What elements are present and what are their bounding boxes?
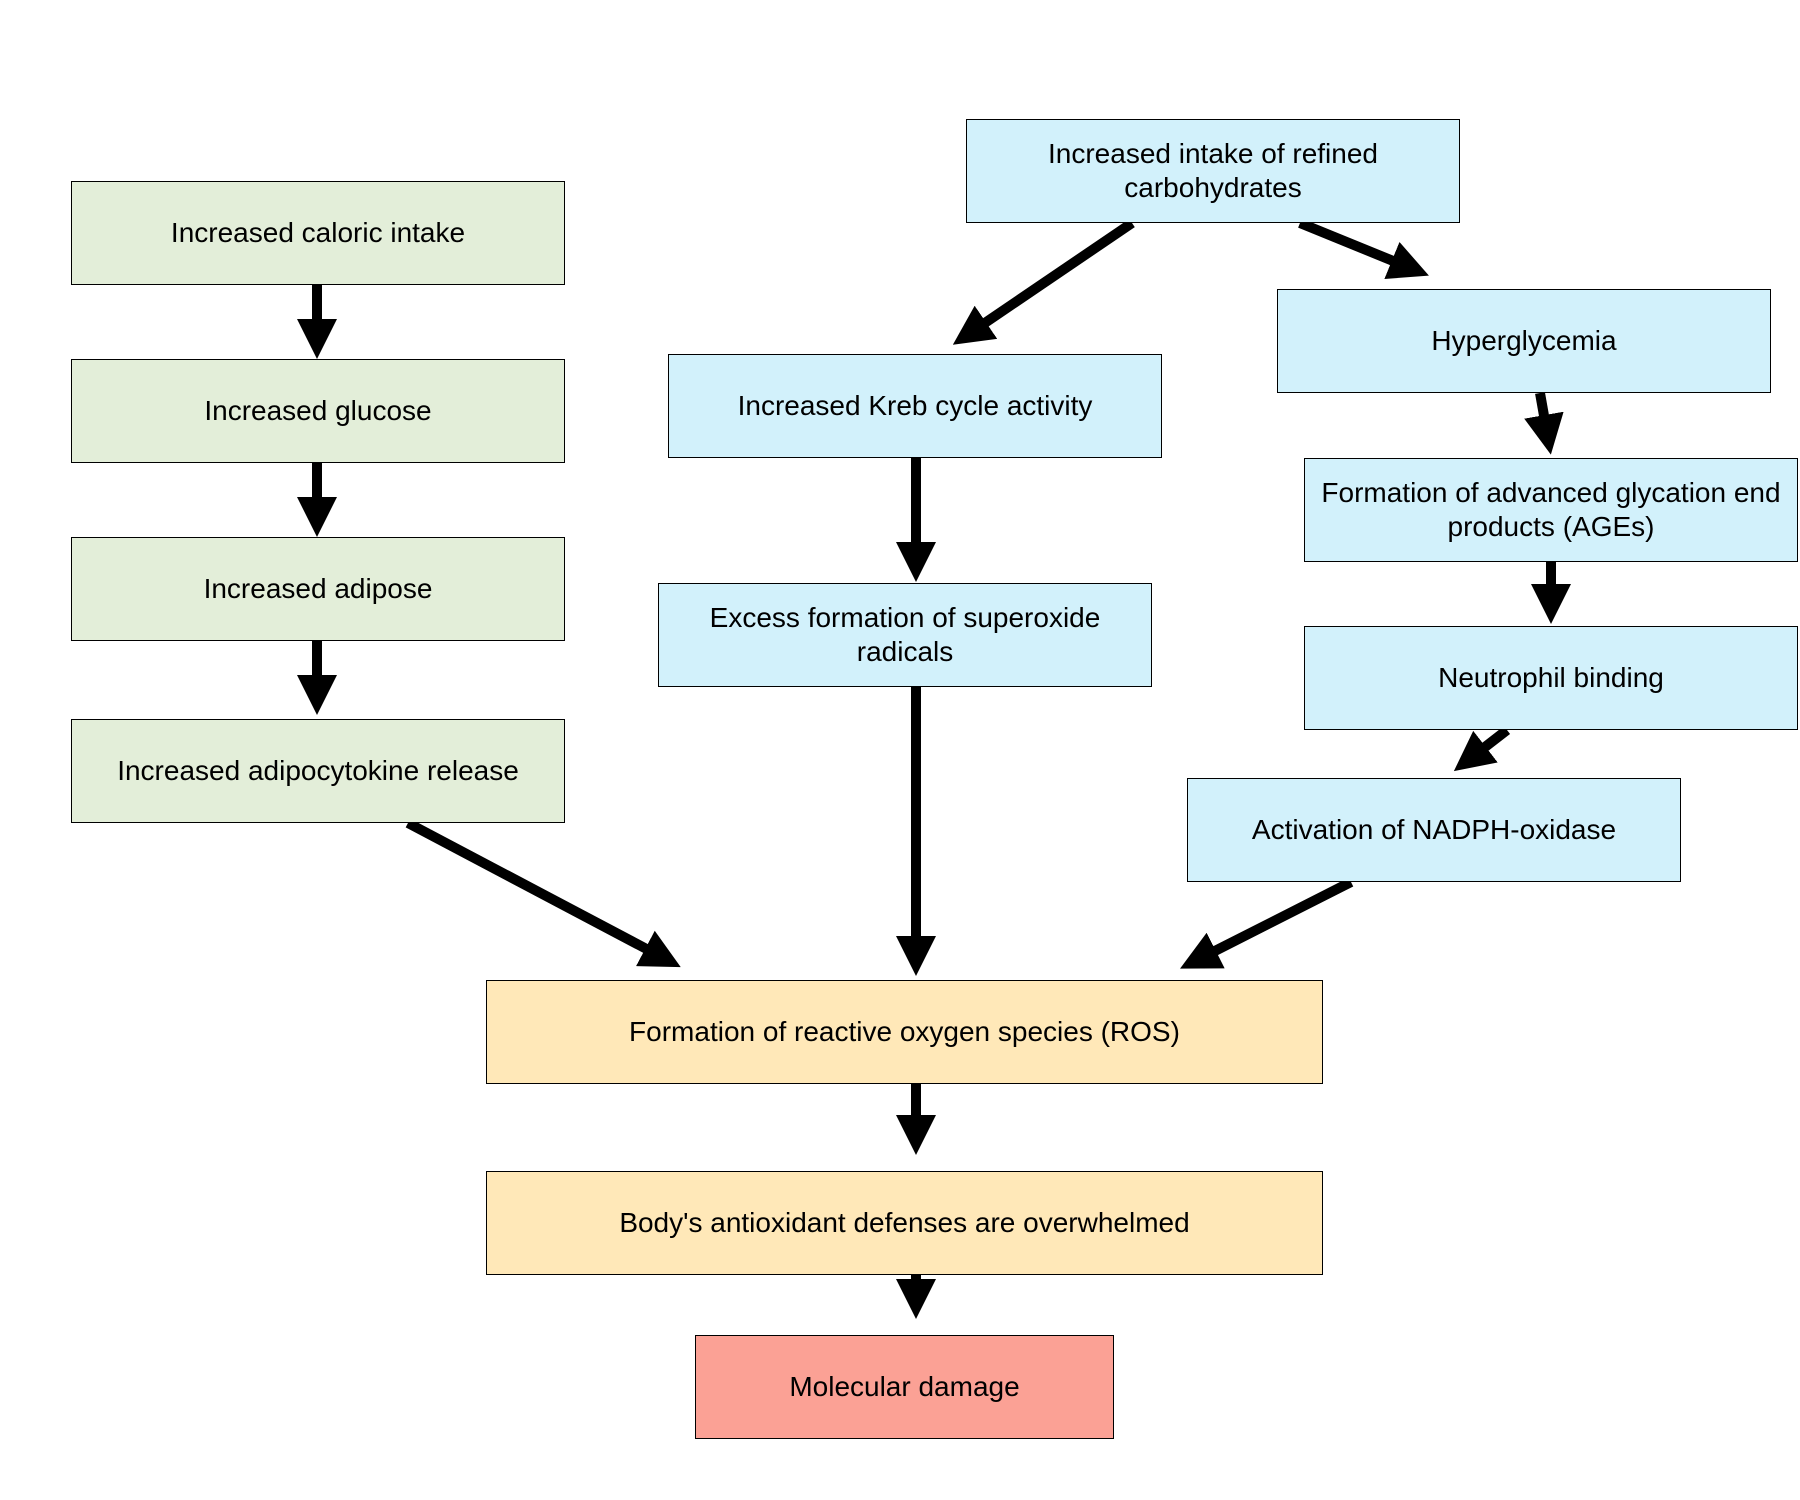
node-neutrophil: Neutrophil binding (1304, 626, 1798, 730)
node-caloric-intake-label: Increased caloric intake (170, 217, 466, 248)
node-hyperglycemia: Hyperglycemia (1277, 289, 1771, 393)
node-adipose-label: Increased adipose (203, 573, 433, 604)
node-superoxide-label: Excess formation of superoxide radicals (709, 602, 1101, 667)
node-glucose: Increased glucose (71, 359, 565, 463)
node-refined-carbs: Increased intake of refined carbohydrate… (966, 119, 1460, 223)
node-molecular-damage-label: Molecular damage (789, 1371, 1020, 1402)
node-refined-carbs-label: Increased intake of refined carbohydrate… (1048, 138, 1378, 203)
node-neutrophil-label: Neutrophil binding (1438, 662, 1664, 693)
arrow-nadph-to-ros (1180, 877, 1354, 969)
node-caloric-intake: Increased caloric intake (71, 181, 565, 285)
node-ages-label: Formation of advanced glycation end prod… (1321, 477, 1781, 542)
arrow-neutrophil-to-nadph (1453, 726, 1511, 772)
arrow-carbs-to-kreb (952, 218, 1135, 345)
node-kreb-cycle-label: Increased Kreb cycle activity (737, 390, 1093, 421)
node-adipocytokine-label: Increased adipocytokine release (117, 755, 519, 786)
node-ros: Formation of reactive oxygen species (RO… (486, 980, 1323, 1084)
node-adipocytokine: Increased adipocytokine release (71, 719, 565, 823)
arrow-hyperglycemia-to-ages (1524, 392, 1564, 455)
node-hyperglycemia-label: Hyperglycemia (1431, 325, 1617, 356)
node-antioxidant: Body's antioxidant defenses are overwhel… (486, 1171, 1323, 1275)
node-ages: Formation of advanced glycation end prod… (1304, 458, 1798, 562)
arrow-adipocytokine-to-ros (405, 818, 681, 968)
node-nadph-label: Activation of NADPH-oxidase (1251, 814, 1617, 845)
node-nadph: Activation of NADPH-oxidase (1187, 778, 1681, 882)
node-ros-label: Formation of reactive oxygen species (RO… (629, 1016, 1180, 1047)
node-superoxide: Excess formation of superoxide radicals (658, 583, 1152, 687)
node-glucose-label: Increased glucose (204, 395, 432, 426)
node-adipose: Increased adipose (71, 537, 565, 641)
arrow-carbs-to-hyperglycemia (1298, 218, 1429, 279)
node-kreb-cycle: Increased Kreb cycle activity (668, 354, 1162, 458)
node-antioxidant-label: Body's antioxidant defenses are overwhel… (619, 1207, 1190, 1238)
node-molecular-damage: Molecular damage (695, 1335, 1114, 1439)
